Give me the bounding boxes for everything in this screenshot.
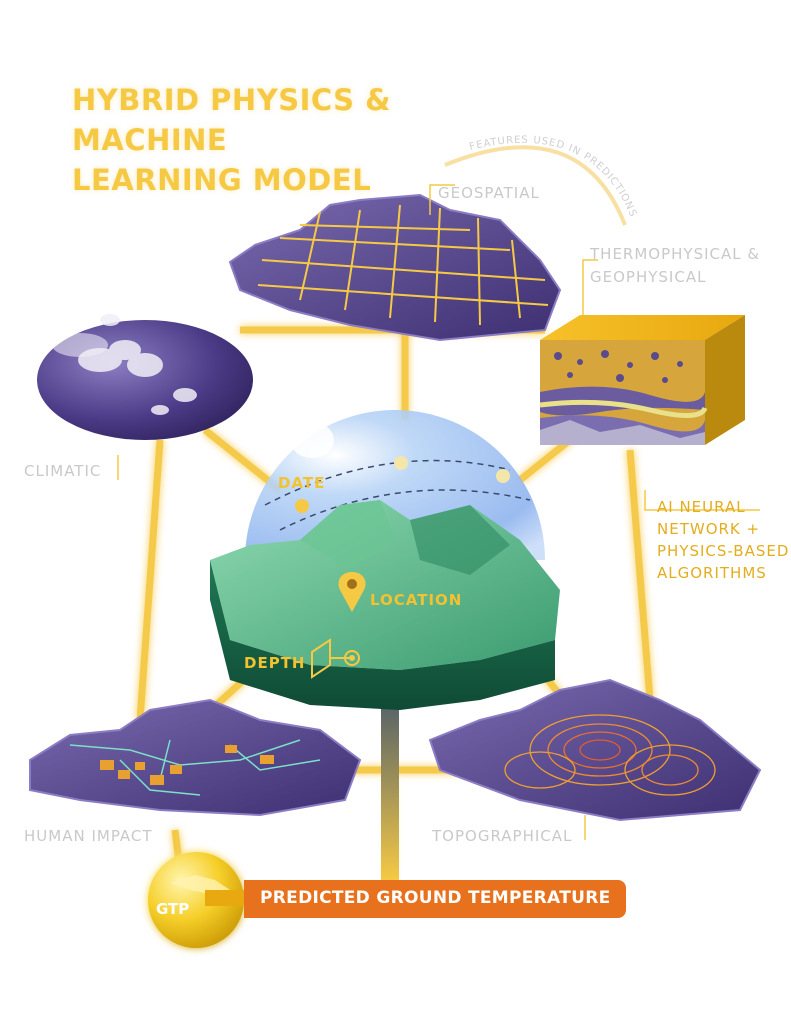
page-title: HYBRID PHYSICS & MACHINE LEARNING MODEL [72,83,391,197]
feature-label-climatic: CLIMATIC [24,462,102,480]
model-note-line4: ALGORITHMS [657,564,767,582]
geospatial-terrain [228,193,562,342]
human-impact-terrain [29,698,362,817]
gtp-badge-label: GTP [156,900,190,918]
topographical-terrain [428,678,762,822]
connector-climatic-center [202,427,283,493]
annotation-lines [117,184,760,850]
feature-label-geospatial: GEOSPATIAL [438,184,540,202]
connector-climatic-human [136,439,164,721]
feature-label-human-impact: HUMAN IMPACT [24,827,153,845]
gtp-badge [148,852,245,948]
model-note-line1: AI NEURAL [657,498,746,516]
center-label-depth: DEPTH [244,654,306,672]
model-note-line2: NETWORK + [657,520,761,538]
feature-label-thermophysical-line1: THERMOPHYSICAL & [590,245,761,263]
central-pillar [381,690,399,880]
path-marker-mid [394,456,408,470]
output-banner: PREDICTED GROUND TEMPERATURE [244,880,626,918]
location-terrain-slab [210,500,560,710]
model-note-line3: PHYSICS-BASED [657,542,790,560]
path-marker-right [496,469,510,483]
feature-label-thermophysical-line2: GEOPHYSICAL [590,268,707,286]
center-label-location: LOCATION [370,591,463,609]
depth-marker-icon [311,638,360,679]
location-pin-icon [338,572,366,612]
center-label-date: DATE [278,474,326,492]
feature-label-topographical: TOPOGRAPHICAL [432,827,573,845]
output-label: PREDICTED GROUND TEMPERATURE [260,888,611,908]
climatic-globe [37,314,253,440]
thermophysical-cube [539,315,745,445]
connector-thermo-topo [626,449,654,701]
features-arc-label: FEATURES USED IN PREDICTIONS [468,135,638,219]
connector-thermo-center [517,437,573,483]
features-arc [444,145,627,226]
date-marker [295,499,309,513]
